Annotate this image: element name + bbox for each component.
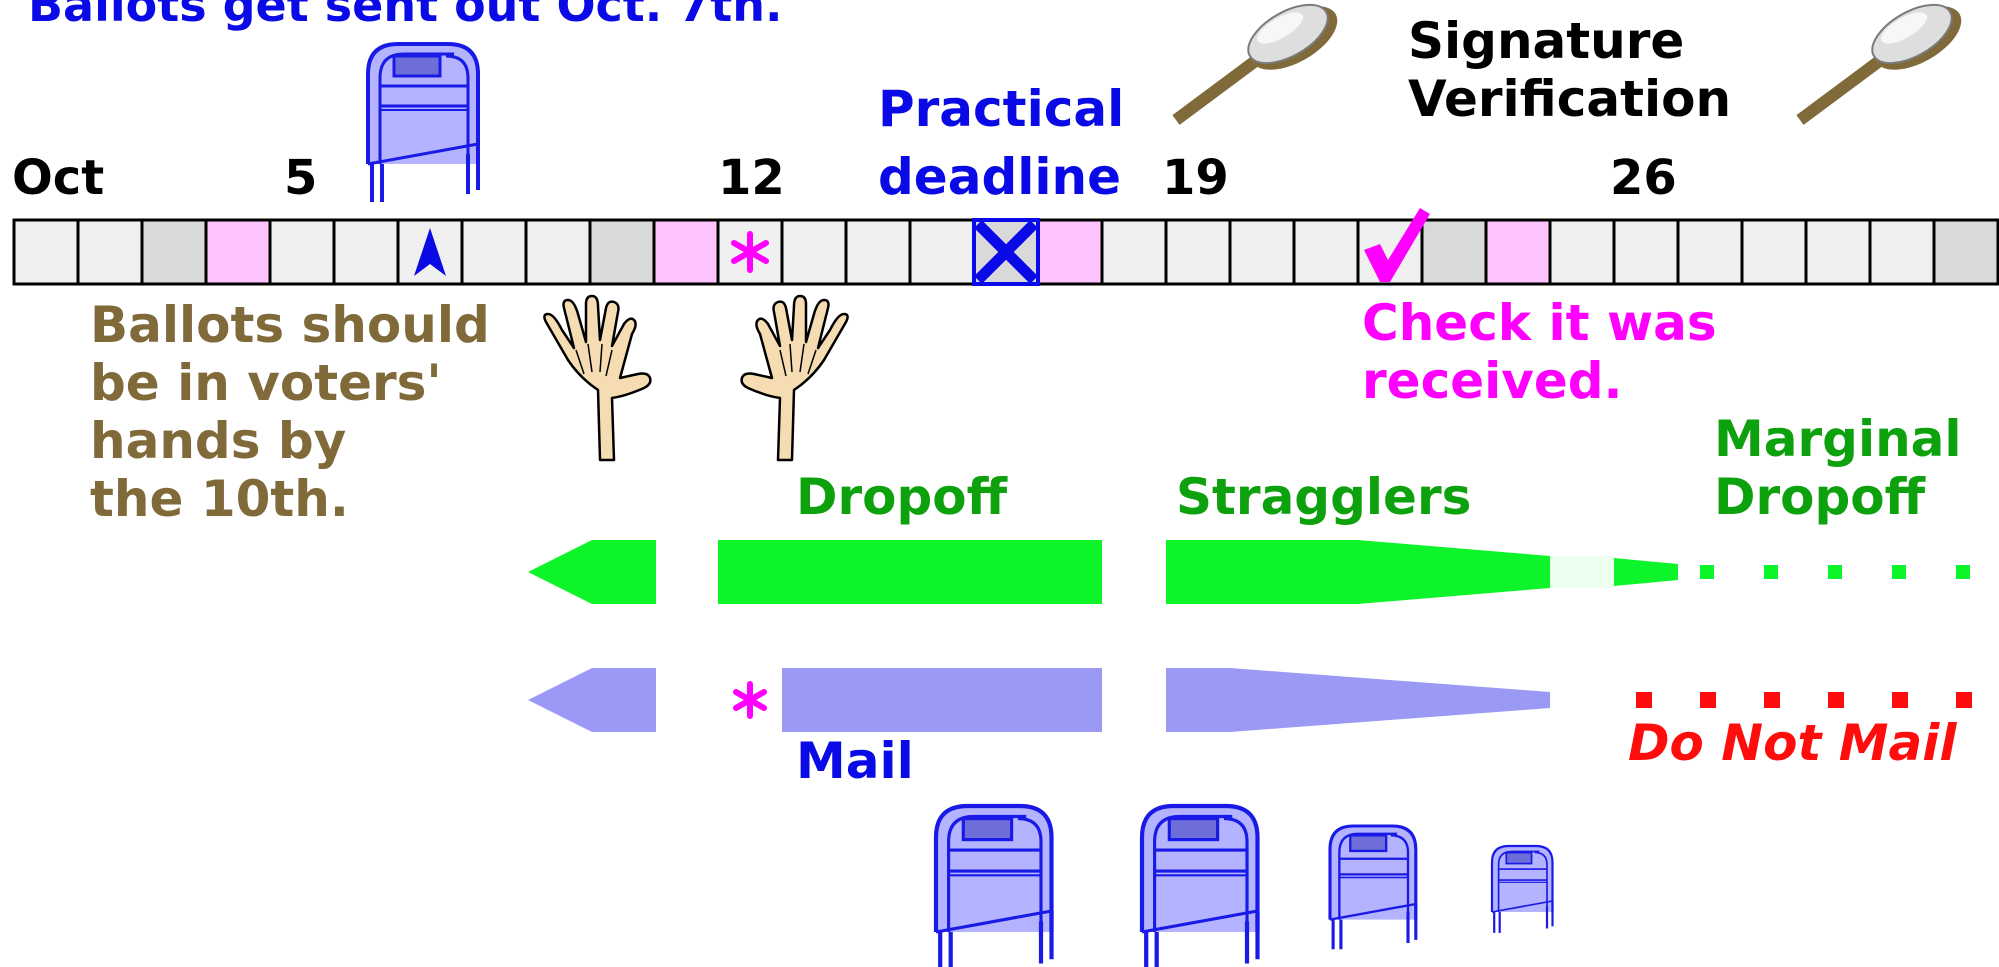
day-cell: [1166, 220, 1230, 284]
day-cell: [270, 220, 334, 284]
day-cell: [846, 220, 910, 284]
mailbox-icon: [368, 44, 478, 202]
day-cell: [1038, 220, 1102, 284]
marginal-dropoff-taper: [1614, 558, 1678, 586]
day-cell: [1486, 220, 1550, 284]
day-cell: [590, 220, 654, 284]
mailbox-icon: [1330, 826, 1416, 949]
day-cell: [526, 220, 590, 284]
day-cell: [1102, 220, 1166, 284]
stragglers-bar: [1166, 540, 1550, 604]
dropoff-early-arrow: [528, 540, 656, 604]
mail-taper-bar: [1166, 668, 1550, 732]
mailbox-icon: [1492, 846, 1553, 933]
hand-icon: [742, 296, 848, 460]
day-cell: [1422, 220, 1486, 284]
day-cell: [1614, 220, 1678, 284]
day-cell: [142, 220, 206, 284]
mailbox-icon: [1142, 806, 1258, 967]
day-cell: [1550, 220, 1614, 284]
magnifier-icon: [1800, 0, 1972, 120]
dropoff-gap: [1550, 556, 1614, 588]
magnifier-icon: [1176, 0, 1348, 120]
day-cell: [1678, 220, 1742, 284]
do-not-mail-dots: [1636, 692, 1972, 708]
dropoff-bar: [718, 540, 1102, 604]
mailbox-icon: [936, 806, 1052, 967]
day-cell: [206, 220, 270, 284]
day-cell: [78, 220, 142, 284]
day-cell: [1230, 220, 1294, 284]
day-cell: [1294, 220, 1358, 284]
day-cell: [1742, 220, 1806, 284]
day-cell: [1870, 220, 1934, 284]
day-cell: [14, 220, 78, 284]
marginal-dropoff-dots: [1700, 565, 1970, 579]
day-cell: [782, 220, 846, 284]
day-cell: [654, 220, 718, 284]
mail-bar: [782, 668, 1102, 732]
calendar-strip: [14, 208, 1998, 284]
day-cell: [910, 220, 974, 284]
day-cell: [1934, 220, 1998, 284]
day-cell: [462, 220, 526, 284]
mail-early-arrow: [528, 668, 656, 732]
hand-icon: [544, 296, 650, 460]
day-cell: [1806, 220, 1870, 284]
mail-asterisk-icon: [736, 684, 764, 716]
day-cell: [334, 220, 398, 284]
